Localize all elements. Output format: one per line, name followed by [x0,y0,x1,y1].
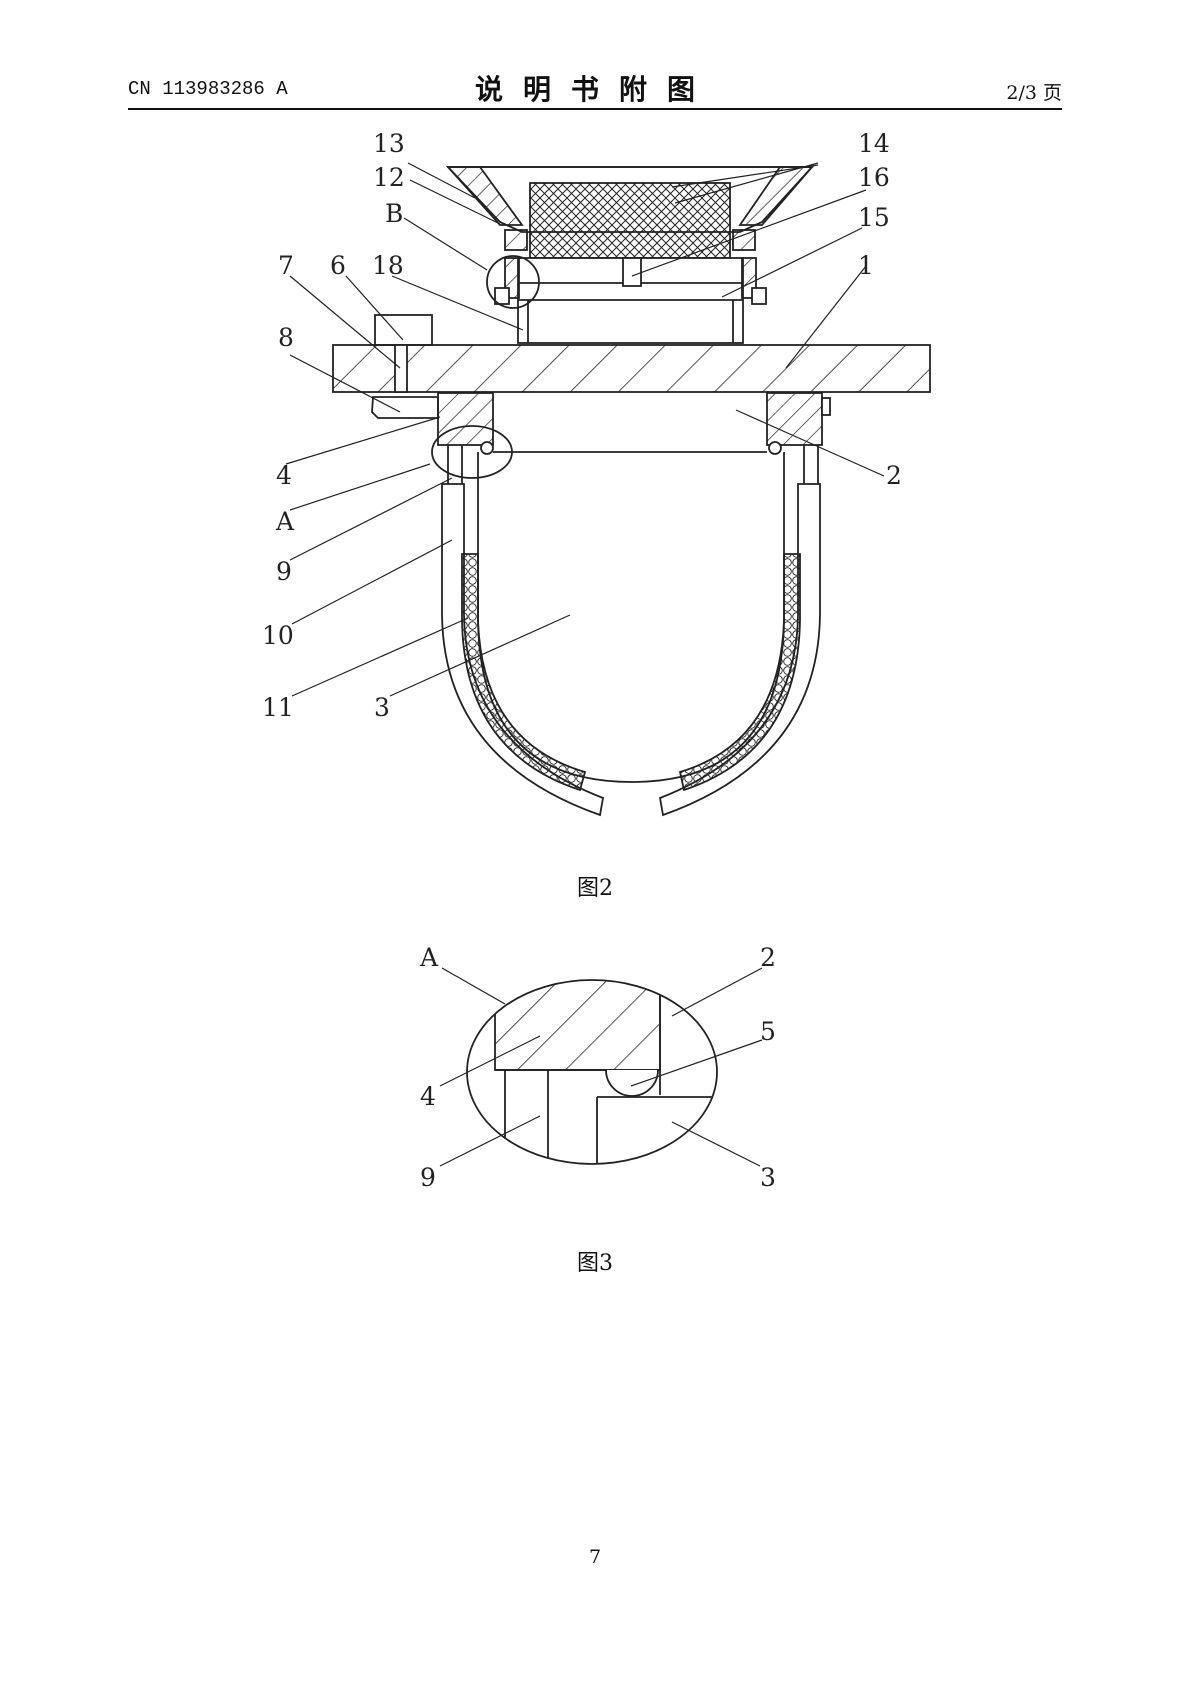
block-4 [437,392,494,446]
callout-a: A [275,507,295,536]
callout-2-detail: 2 [760,943,776,972]
callout-6: 6 [330,251,346,280]
ball-5 [605,1069,659,1097]
callout-10: 10 [262,621,294,650]
knob-6 [374,314,433,346]
callout-11: 11 [262,693,294,722]
detail-circle-a [431,425,513,479]
figure-2-caption: 图2 [577,876,613,901]
figure-3-labels: A 4 9 2 5 3 [419,943,776,1192]
callout-9-detail: 9 [420,1163,436,1192]
bowl-3 [477,452,785,783]
callout-a-detail: A [419,943,439,972]
page-title: 说明书附图 [474,73,715,106]
block-2 [766,392,823,446]
figure-3 [439,967,763,1167]
detail-circle-b [486,255,540,309]
figure-2-labels: 13 12 B 7 6 18 8 14 16 15 1 4 A 9 10 11 … [262,129,902,722]
patent-number: CN 113983286 A [128,78,288,100]
callout-7: 7 [278,251,294,280]
cushion-left [461,553,587,792]
callout-13: 13 [373,129,405,158]
callout-15: 15 [858,203,890,232]
callout-3-detail: 3 [760,1163,776,1192]
callout-b: B [385,199,403,228]
callout-18: 18 [372,251,404,280]
figure-3-caption: 图3 [577,1251,613,1276]
cushion-right [678,553,801,792]
callout-4-detail: 4 [420,1082,436,1111]
callout-12: 12 [373,163,405,192]
callout-14: 14 [858,129,890,158]
callout-3: 3 [374,693,390,722]
callout-4: 4 [276,461,292,490]
page-counter: 2/3 页 [1006,82,1062,104]
callout-5-detail: 5 [760,1017,776,1046]
block-4-detail [494,980,661,1071]
callout-16: 16 [858,163,890,192]
callout-2: 2 [886,461,902,490]
filter-block [529,182,731,259]
mounting-plate [332,344,931,393]
callout-8: 8 [278,323,294,352]
figure-2 [285,162,931,817]
header-rule [128,108,1062,110]
callout-1: 1 [858,251,874,280]
page-number: 7 [588,1546,602,1568]
callout-9: 9 [276,557,292,586]
